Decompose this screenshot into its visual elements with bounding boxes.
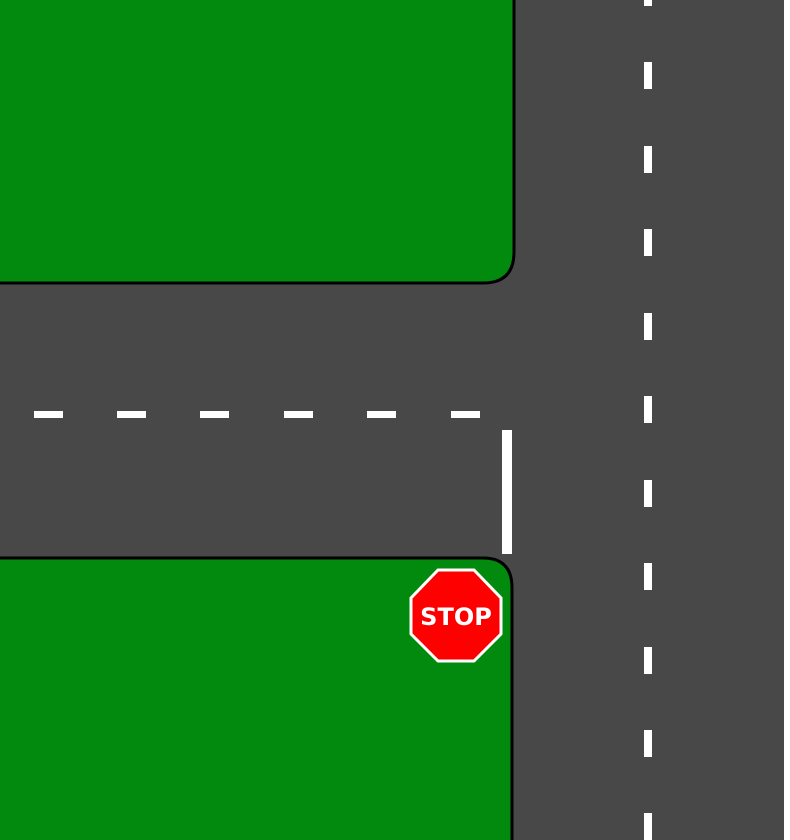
right-edge-strip: [784, 0, 790, 840]
lane-dash: [644, 563, 652, 590]
lane-dash: [644, 0, 652, 6]
lane-dash: [34, 411, 63, 418]
grass-block-bottom: [0, 556, 514, 840]
lane-dash: [200, 411, 229, 418]
lane-dash: [117, 411, 146, 418]
lane-dash: [644, 62, 652, 89]
lane-dash: [644, 813, 652, 840]
lane-dash: [644, 480, 652, 507]
lane-dash: [284, 411, 313, 418]
stop-sign-label: STOP: [420, 603, 492, 631]
lane-dash: [367, 411, 396, 418]
stop-sign: STOP: [409, 568, 503, 663]
lane-dash: [644, 647, 652, 674]
side-street-center-line: [34, 411, 480, 418]
lane-dash: [451, 411, 480, 418]
grass-block-top: [0, 0, 516, 285]
stop-sign-octagon: [409, 568, 503, 663]
lane-dash: [644, 229, 652, 256]
lane-dash: [644, 313, 652, 340]
main-road-center-line: [644, 0, 652, 840]
lane-dash: [644, 146, 652, 173]
stop-line: [502, 430, 512, 554]
lane-dash: [644, 730, 652, 757]
lane-dash: [644, 396, 652, 423]
